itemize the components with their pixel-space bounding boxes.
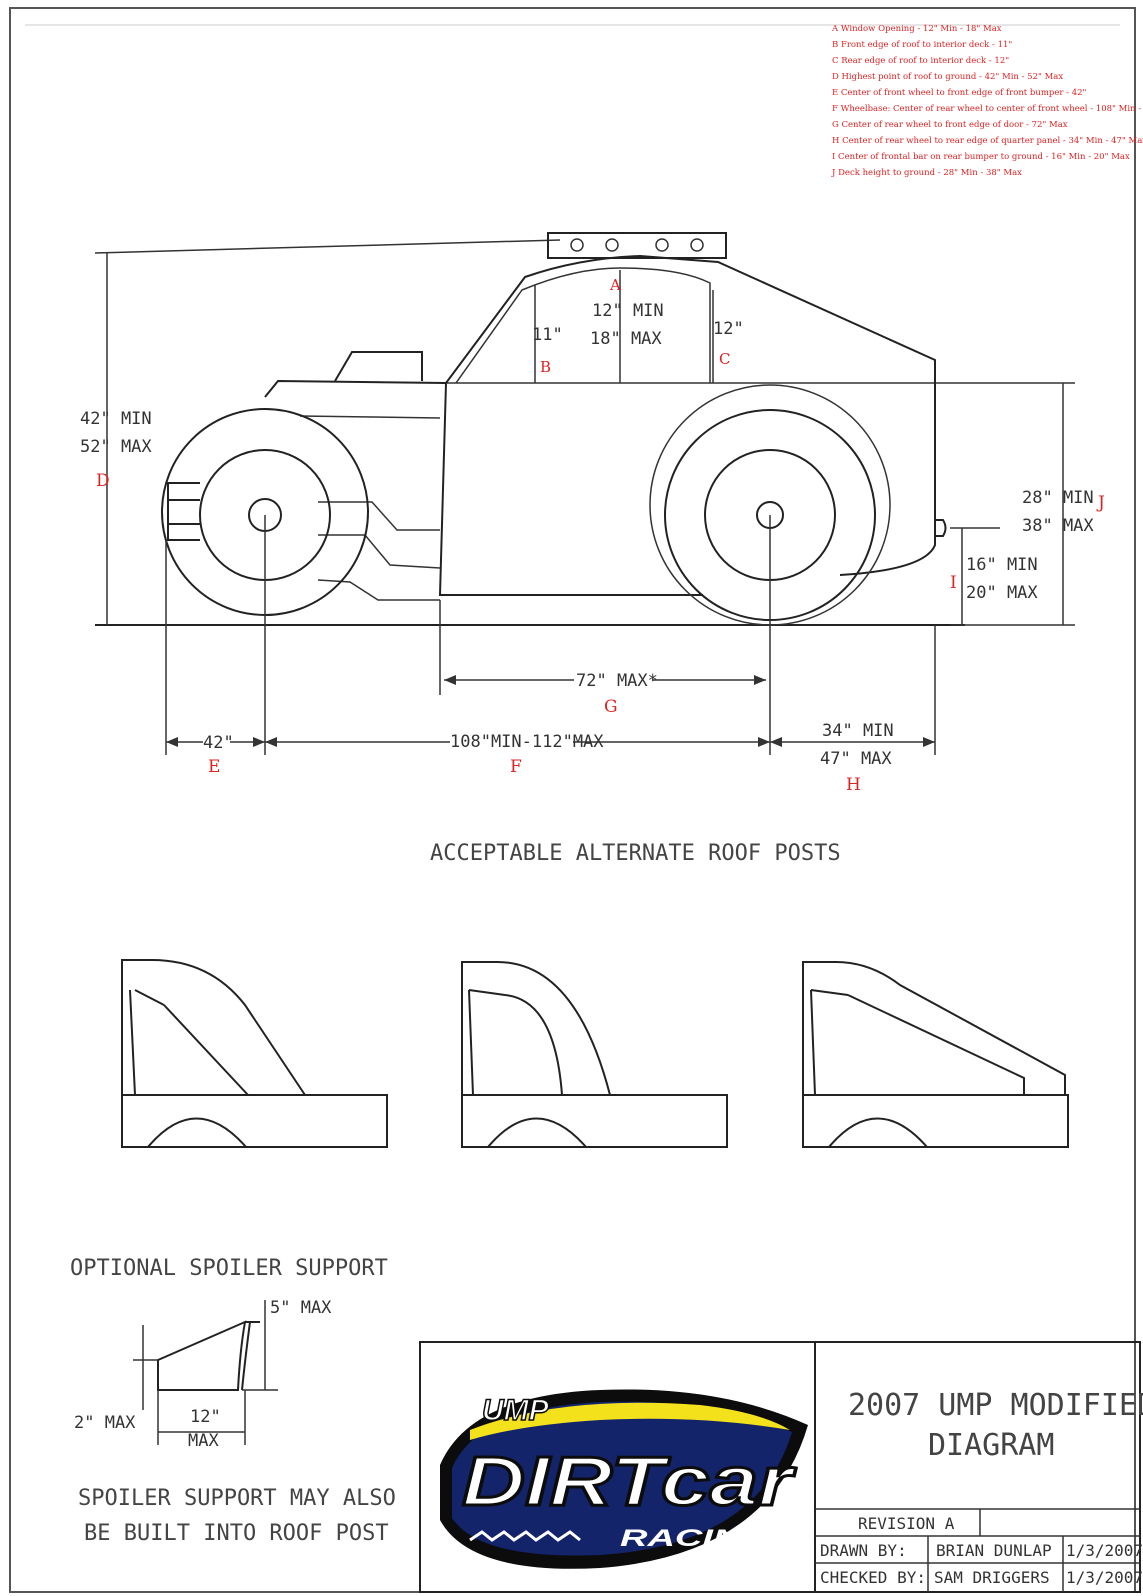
logo-dirtcar: DIRTcar: [462, 1442, 797, 1520]
sheet-border: [9, 7, 1136, 1593]
dim-a-min: 12" MIN: [592, 301, 664, 321]
car-side-view: 42" MIN 52" MAX D 28" MIN 38" MAX J I 16…: [80, 232, 1105, 795]
dim-e-letter: E: [208, 757, 220, 777]
spec-notes: A Window Opening - 12" Min - 18" Max B F…: [831, 24, 1143, 178]
note-j: J Deck height to ground - 28" Min - 38" …: [831, 168, 1022, 178]
front-bumper: [167, 482, 200, 541]
dim-efh-arrows: [166, 737, 935, 747]
dim-b-value: 11": [532, 325, 563, 345]
spoiler-bolt: [690, 238, 704, 252]
spoiler-front-max: 2" MAX: [74, 1413, 136, 1433]
note-e: E Center of front wheel to front edge of…: [832, 88, 1087, 98]
hood-outline: [264, 379, 447, 398]
spoiler-height-max: 5" MAX: [270, 1298, 332, 1318]
dim-f-value: 108"MIN-112"MAX: [450, 732, 604, 752]
note-c: C Rear edge of roof to interior deck - 1…: [832, 56, 1009, 66]
dim-d-max: 52" MAX: [80, 437, 152, 457]
title-block-frame: [419, 1341, 1141, 1593]
drawn-by-name: BRIAN DUNLAP: [936, 1541, 1052, 1560]
title-line1: 2007 UMP MODIFIED: [848, 1388, 1143, 1423]
roof-spoiler: [547, 232, 727, 259]
note-d: D Highest point of roof to ground - 42" …: [832, 72, 1063, 82]
logo-racing: RACING: [620, 1525, 770, 1552]
drawn-by-label: DRAWN BY:: [820, 1541, 907, 1560]
dim-a-letter: A: [609, 276, 621, 294]
roof-height-line: [94, 239, 561, 254]
logo-swoosh-navy: [452, 1401, 792, 1556]
dim-c-value: 12": [713, 319, 744, 339]
roof-post-option-2: [461, 960, 728, 1148]
checked-by-label: CHECKED BY:: [820, 1568, 926, 1587]
roof-outline: [445, 254, 936, 384]
dim-g-letter: G: [604, 697, 618, 717]
logo-ump: UMP: [482, 1394, 550, 1427]
rear-quarter: [839, 383, 936, 576]
spoiler-bolt: [570, 238, 584, 252]
dim-f-letter: F: [510, 757, 522, 777]
spoiler-length-max: MAX: [188, 1431, 219, 1451]
dim-d-letter: D: [96, 471, 110, 491]
title-block: 2007 UMP MODIFIED DIAGRAM REVISION A DRA…: [419, 1341, 1143, 1593]
dim-j-min: 28" MIN: [1022, 488, 1094, 508]
dim-b-letter: B: [540, 358, 551, 376]
dim-e-value: 42": [203, 733, 234, 753]
note-g: G Center of rear wheel to front edge of …: [832, 120, 1068, 130]
dim-i-letter: I: [950, 573, 957, 593]
door-panel: [438, 382, 703, 596]
dim-a-max: 18" MAX: [590, 329, 662, 349]
air-box: [334, 351, 423, 382]
note-i: I Center of frontal bar on rear bumper t…: [832, 152, 1130, 162]
dim-i-max: 20" MAX: [966, 583, 1038, 603]
drawn-by-date: 1/3/2007: [1066, 1541, 1143, 1560]
roof-posts-title: ACCEPTABLE ALTERNATE ROOF POSTS: [430, 841, 841, 866]
dim-i-min: 16" MIN: [966, 555, 1038, 575]
rear-bumper: [935, 519, 947, 537]
dim-h-max: 47" MAX: [820, 749, 892, 769]
roof-post-option-3: [802, 961, 1069, 1148]
front-frame-rail: [299, 415, 441, 601]
note-b: B Front edge of roof to interior deck - …: [832, 40, 1012, 50]
note-h: H Center of rear wheel to rear edge of q…: [832, 136, 1143, 146]
dim-h-letter: H: [846, 775, 861, 795]
roof-post-option-1: [121, 959, 388, 1148]
logo-swoosh-yellow: [470, 1402, 790, 1440]
note-a: A Window Opening - 12" Min - 18" Max: [831, 24, 1002, 34]
spoiler-note-line1: SPOILER SUPPORT MAY ALSO: [78, 1486, 396, 1511]
dim-h-min: 34" MIN: [822, 721, 894, 741]
checked-by-name: SAM DRIGGERS: [934, 1568, 1050, 1587]
spoiler-length-value: 12": [190, 1407, 221, 1427]
logo-checker-stripe: [469, 1530, 581, 1542]
dim-d-min: 42" MIN: [80, 409, 152, 429]
dirtcar-logo: UMP DIRTcar RACING: [440, 1389, 808, 1569]
title-line2: DIAGRAM: [928, 1428, 1054, 1463]
dim-j-letter: J: [1096, 493, 1105, 513]
spoiler-bolt: [605, 238, 619, 252]
checked-by-date: 1/3/2007: [1066, 1568, 1143, 1587]
window-opening: [455, 267, 711, 384]
dim-c-letter: C: [719, 350, 730, 368]
note-f: F Wheelbase: Center of rear wheel to cen…: [832, 104, 1143, 114]
spoiler-bolt: [655, 238, 669, 252]
spoiler-title: OPTIONAL SPOILER SUPPORT: [70, 1256, 388, 1281]
dim-j-max: 38" MAX: [1022, 516, 1094, 536]
spoiler-note-line2: BE BUILT INTO ROOF POST: [84, 1521, 389, 1546]
revision-label: REVISION A: [858, 1514, 955, 1533]
dim-g-value: 72" MAX*: [576, 671, 658, 691]
spoiler-support-detail: OPTIONAL SPOILER SUPPORT 5" MAX 2" MAX 1…: [70, 1256, 396, 1546]
